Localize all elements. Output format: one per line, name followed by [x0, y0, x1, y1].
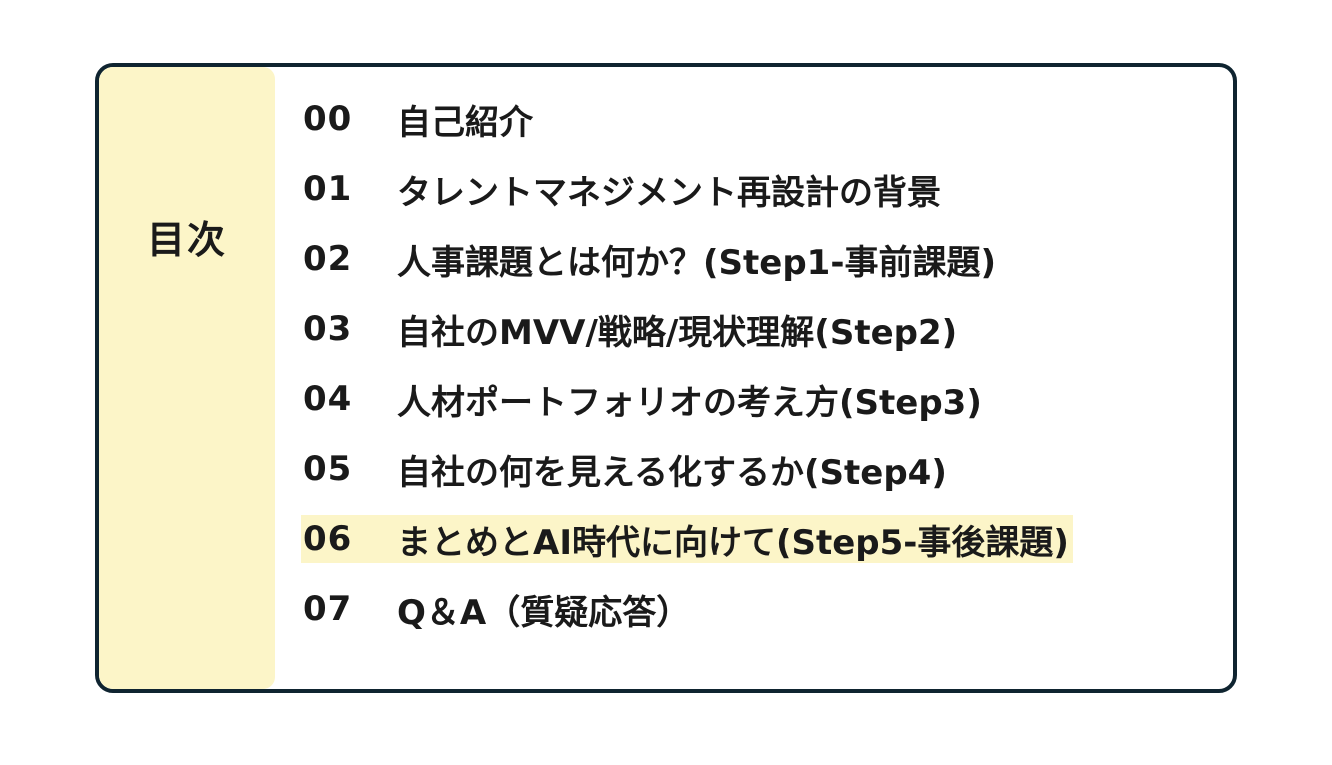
toc-item-number: 07 — [303, 589, 353, 629]
toc-item-label: 自社のMVV/戦略/現状理解(Step2) — [397, 312, 958, 353]
toc-item: 05 自社の何を見える化するか(Step4) — [301, 434, 1073, 504]
toc-title: 目次 — [146, 218, 227, 262]
toc-sidebar: 目次 — [99, 67, 275, 689]
toc-item-label: Q＆A（質疑応答） — [397, 592, 691, 633]
toc-item-label: まとめとAI時代に向けて(Step5-事後課題) — [397, 522, 1069, 563]
toc-list: 00 自己紹介 01 タレントマネジメント再設計の背景 02 人事課題とは何か？(St… — [301, 84, 1073, 644]
toc-item-number: 00 — [303, 99, 353, 139]
toc-item-number: 04 — [303, 379, 353, 419]
toc-item-label: 人事課題とは何か？(Step1-事前課題) — [397, 242, 996, 283]
toc-item: 01 タレントマネジメント再設計の背景 — [301, 154, 1073, 224]
toc-item-label: 自己紹介 — [397, 102, 533, 143]
toc-item: 03 自社のMVV/戦略/現状理解(Step2) — [301, 294, 1073, 364]
toc-item-label: 自社の何を見える化するか(Step4) — [397, 452, 947, 493]
toc-item-label: 人材ポートフォリオの考え方(Step3) — [397, 382, 982, 423]
toc-card: 目次 00 自己紹介 01 タレントマネジメント再設計の背景 02 人事課題とは何か？… — [95, 63, 1237, 693]
toc-item-highlighted: 06 まとめとAI時代に向けて(Step5-事後課題) — [301, 504, 1073, 574]
toc-item-number: 06 — [303, 519, 353, 559]
toc-item: 02 人事課題とは何か？(Step1-事前課題) — [301, 224, 1073, 294]
toc-item-number: 05 — [303, 449, 353, 489]
toc-item: 04 人材ポートフォリオの考え方(Step3) — [301, 364, 1073, 434]
toc-item: 07 Q＆A（質疑応答） — [301, 574, 1073, 644]
toc-item-number: 01 — [303, 169, 353, 209]
toc-item-number: 03 — [303, 309, 353, 349]
toc-item: 00 自己紹介 — [301, 84, 1073, 154]
toc-item-label: タレントマネジメント再設計の背景 — [397, 172, 941, 213]
toc-item-number: 02 — [303, 239, 353, 279]
